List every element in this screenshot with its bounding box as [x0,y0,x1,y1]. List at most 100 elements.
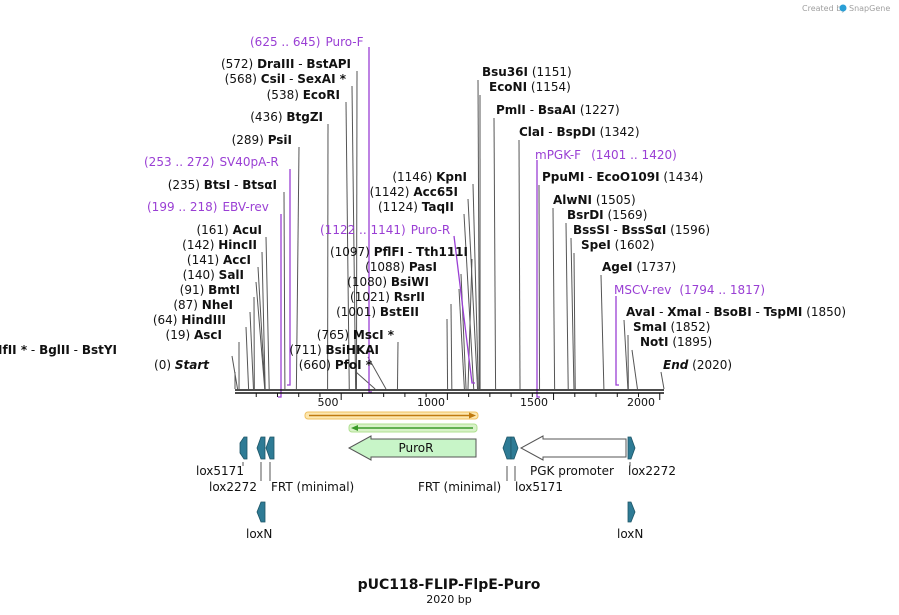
site-enzyme-name: SalI [219,268,244,282]
site-enzyme-name: Bsu36I [482,65,528,79]
site-position: (141) [187,253,219,267]
site-enzyme-name: HincII [218,238,257,252]
arrow-right-icon [469,412,476,419]
site-separator: - [544,125,556,139]
site-leader [283,191,286,390]
site-enzyme-name: BspDI [556,125,595,139]
feature-leaders [242,462,631,481]
feature-label-puror: PuroR [399,441,434,455]
backbone: 500 1000 1500 2000 [235,389,664,409]
site-position: (1852) [671,320,711,334]
site-markers [239,436,636,523]
site-position: (436) [250,110,282,124]
site-position: (1596) [670,223,710,237]
frt-marker [265,436,275,460]
site-separator: - [230,178,242,192]
site-label: (1021) RsrII [350,290,425,304]
site-enzyme-name: BsrDI [567,208,604,222]
site-enzyme-name: BtsαI [242,178,277,192]
primer-line-ebv-rev [278,214,282,398]
site-position: (0) [154,358,171,372]
lox2272-marker [256,436,266,460]
site-enzyme-name: TaqII [422,200,454,214]
site-label: EcoNI (1154) [489,80,571,94]
site-leader [472,183,479,390]
orf-reverse [348,423,478,433]
primer-range: (199 .. 218) [147,200,217,214]
site-label: (660) PfoI * [299,358,373,372]
site-leader [257,266,266,390]
primer-label: mPGK-F(1401 .. 1420) [535,148,677,162]
site-enzyme-name: RsrII [394,290,425,304]
tick-label: 1000 [417,396,445,409]
site-enzyme-name: NheI [202,298,233,312]
primer-line-puro-f [368,47,372,393]
primer-label: (253 .. 272)SV40pA-R [144,155,279,169]
site-label: SmaI (1852) [633,320,710,334]
site-lines [231,70,665,390]
site-label: (141) AccI [187,253,251,267]
site-enzyme-name: PflFI [374,245,404,259]
site-enzyme-name: BssSI [573,223,610,237]
site-enzyme-name: BstEII [380,305,419,319]
puror-arrow [347,435,477,461]
site-enzyme-name: AgeI [602,260,632,274]
site-position: (1021) [350,290,390,304]
site-enzyme-name: BtgZI [286,110,323,124]
site-enzyme-name: HindIII [181,313,226,327]
primer-range: (1401 .. 1420) [591,148,677,162]
site-enzyme-name: CsiI [261,72,286,86]
site-leader [249,311,254,390]
primer-label: (625 .. 645)Puro-F [250,35,364,49]
site-leader [355,70,358,390]
site-enzyme-name: NotI [640,335,669,349]
site-position: (1569) [607,208,647,222]
site-position: (235) [168,178,200,192]
site-position: (161) [196,223,228,237]
site-position: (1088) [365,260,405,274]
site-leader [446,318,449,390]
site-leader [450,303,453,390]
site-label: (568) CsiI - SexAI * [225,72,347,86]
site-leader [351,85,357,390]
site-label: NotI (1895) [640,335,712,349]
site-label: AvaI - XmaI - BsoBI - TspMI (1850) [626,305,846,319]
site-label: (711) BsiHKAI [289,343,379,357]
primer-lines [278,47,619,398]
site-label: (64) HindIII [153,313,226,327]
site-enzyme-name: PsiI [268,133,292,147]
site-leader [552,207,556,390]
site-leader [538,184,541,390]
site-enzyme-name: AccI [223,253,251,267]
site-position: (19) [166,328,191,342]
site-enzyme-name: BsaAI [538,103,576,117]
tick-label: 2000 [627,396,655,409]
site-position: (1080) [347,275,387,289]
site-position: (765) [317,328,349,342]
tick-label: 500 [318,396,339,409]
site-position: (1602) [615,238,655,252]
feature-label-frt: FRT (minimal) [271,480,354,494]
site-leader [261,251,266,390]
site-leader [565,222,569,390]
site-leader [467,198,479,390]
tick-marks [255,393,661,400]
site-separator: - [27,343,39,357]
site-leader [367,356,387,390]
site-label: (1088) PasI [365,260,437,274]
site-enzyme-name: PfoI * [335,358,373,372]
site-labels: (12) MfII * - BglII - BstYI(0) Start(19)… [0,57,846,372]
site-separator: - [526,103,538,117]
site-enzyme-name: Tth111I [416,245,468,259]
site-label: ClaI - BspDI (1342) [519,125,640,139]
loxn-marker [256,501,266,523]
site-position: (142) [182,238,214,252]
site-enzyme-name: KpnI [436,170,467,184]
site-position: (538) [267,88,299,102]
site-enzyme-name: EcoO109I [596,170,659,184]
primer-name: EBV-rev [222,200,268,214]
map-subtitle: 2020 bp [426,593,471,606]
site-label: End (2020) [663,358,732,372]
arrow-left-icon [351,425,358,431]
